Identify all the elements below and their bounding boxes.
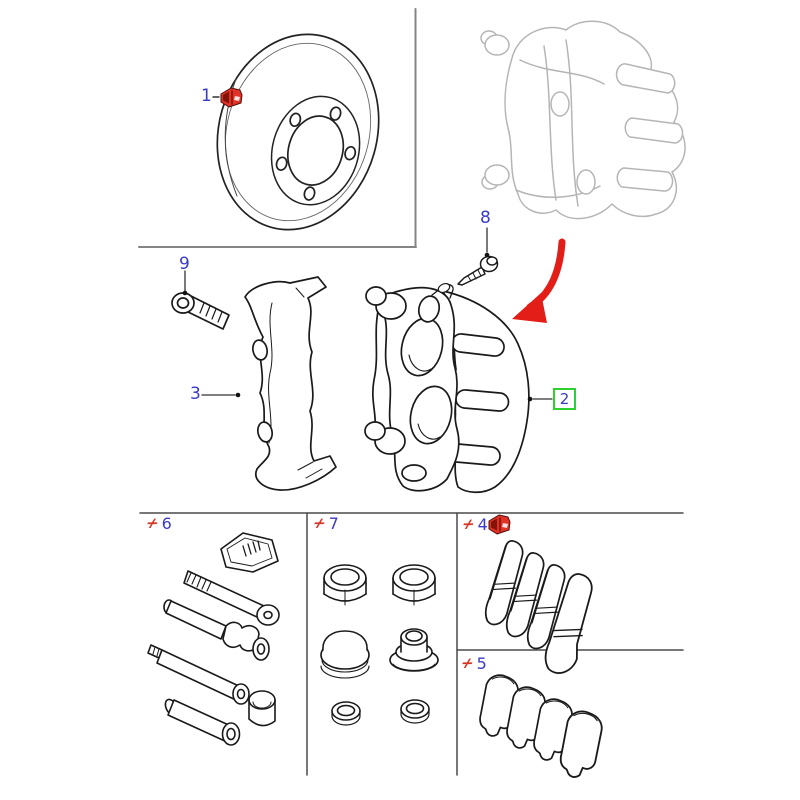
caliper-drawing: [364, 282, 530, 494]
callout-1[interactable]: 1: [201, 86, 212, 106]
panel-label-4[interactable]: + 4: [457, 515, 488, 534]
callout-3-leader: [201, 392, 241, 398]
callout-2-number: 2: [559, 389, 570, 408]
caliper-assembly-reference-drawing: [480, 20, 686, 220]
carrier-bracket-drawing: [244, 276, 337, 491]
callout-9-leader: [182, 270, 188, 296]
callout-2-highlighted[interactable]: 2: [553, 388, 576, 410]
panel-label-5[interactable]: + 5: [456, 654, 487, 673]
disc-box-border: [138, 8, 417, 248]
brake-pads-a-drawing: [482, 537, 595, 678]
guide-pin-kit-drawing: [147, 532, 280, 746]
brake-pads-b-drawing: [477, 672, 605, 781]
callout-2-leader: [527, 396, 553, 402]
callout-8-leader: [484, 227, 490, 258]
panel-4-number: 4: [477, 515, 488, 534]
callout-8[interactable]: 8: [480, 208, 491, 228]
red-arrow-icon: [512, 238, 566, 323]
brake-disc-drawing: [216, 33, 380, 231]
wear-sensor-icon: [220, 87, 243, 108]
pads-wear-sensor-icon: [488, 514, 511, 535]
bleed-screw-drawing: [457, 255, 499, 286]
panel-5-number: 5: [476, 654, 487, 673]
callout-3[interactable]: 3: [190, 384, 201, 404]
seal-kit-drawing: [320, 564, 439, 726]
panel-label-6[interactable]: + 6: [141, 514, 172, 533]
panel-label-7[interactable]: + 7: [308, 514, 339, 533]
panel-7-number: 7: [328, 514, 339, 533]
callout-9[interactable]: 9: [179, 254, 190, 274]
panel-6-number: 6: [161, 514, 172, 533]
mounting-bolt-drawing: [171, 292, 230, 330]
